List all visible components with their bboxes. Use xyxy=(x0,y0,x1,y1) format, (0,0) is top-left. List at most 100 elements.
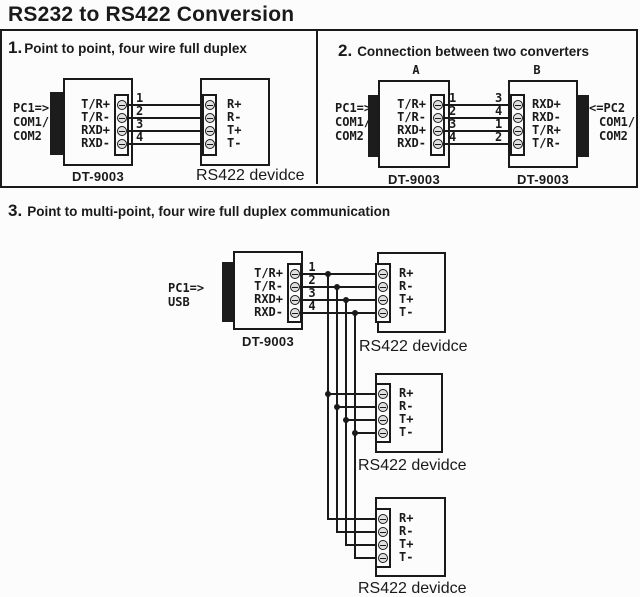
converter-b-caption: DT-9003 xyxy=(517,172,569,187)
device-channel-label: T- xyxy=(399,425,414,439)
wire-number: 4 xyxy=(449,130,457,144)
device-channel-label: T+ xyxy=(399,412,414,426)
screw-terminal-icon xyxy=(433,113,443,123)
db9-connector xyxy=(578,95,589,157)
screw-terminal-icon xyxy=(378,428,388,438)
branch-wire xyxy=(354,557,379,559)
converter-channel-label: T/R+ xyxy=(532,123,561,137)
device-channel-label: T- xyxy=(399,305,414,319)
wire xyxy=(300,299,379,301)
device-channel-label: R+ xyxy=(399,386,414,400)
wire-number: 2 xyxy=(308,273,316,287)
device-caption: RS422 devidce xyxy=(358,580,467,597)
junction-dot xyxy=(343,417,349,423)
wire xyxy=(300,312,379,314)
screw-terminal-icon xyxy=(513,113,523,123)
screw-terminal-icon xyxy=(117,139,127,149)
junction-dot xyxy=(334,404,340,410)
branch-wire xyxy=(354,432,379,434)
pc1-port-label: COM1/ xyxy=(13,115,50,129)
converter-channel-label: RXD- xyxy=(532,110,561,124)
screw-terminal-icon xyxy=(378,527,388,537)
device-caption: RS422 devidce xyxy=(196,167,305,184)
screw-terminal-icon xyxy=(378,308,388,318)
wire xyxy=(128,130,204,132)
device-channel-label: R- xyxy=(399,524,414,538)
wire-number: 1 xyxy=(308,260,316,274)
screw-terminal-icon xyxy=(205,113,215,123)
page-title: RS232 to RS422 Conversion xyxy=(8,3,295,26)
junction-dot xyxy=(325,271,331,277)
screw-terminal-icon xyxy=(378,402,388,412)
section-3-number: 3. xyxy=(8,201,23,220)
pc1-port-label: PC1=> xyxy=(168,281,205,295)
screw-terminal-icon xyxy=(378,269,388,279)
section-3-heading: 3. Point to multi-point, four wire full … xyxy=(8,201,390,221)
device-caption: RS422 devidce xyxy=(359,338,468,355)
wire xyxy=(443,130,513,132)
device-channel-label: T+ xyxy=(399,537,414,551)
screw-terminal-icon xyxy=(378,282,388,292)
screw-terminal-icon xyxy=(290,295,300,305)
device-caption: RS422 devidce xyxy=(358,457,467,474)
device-channel-label: R+ xyxy=(227,97,242,111)
device-channel-label: T+ xyxy=(227,123,242,137)
section-3-title: Point to multi-point, four wire full dup… xyxy=(27,204,391,219)
junction-dot xyxy=(325,391,331,397)
pc1-port-label: PC1=> xyxy=(335,101,372,115)
section-2-title: Connection between two converters xyxy=(357,44,589,59)
section-1-number: 1. xyxy=(8,38,23,57)
db9-connector xyxy=(368,95,379,157)
converter-a-caption: DT-9003 xyxy=(388,172,440,187)
screw-terminal-icon xyxy=(433,126,443,136)
section-1-heading: 1. Point to point, four wire full duplex xyxy=(8,38,247,58)
converter-channel-label: RXD+ xyxy=(254,292,283,306)
wire-number: 4 xyxy=(136,130,144,144)
screw-terminal-icon xyxy=(290,282,300,292)
converter-caption: DT-9003 xyxy=(72,169,124,184)
converter-a-label: A xyxy=(412,63,420,77)
branch-wire xyxy=(336,406,379,408)
converter-channel-label: RXD- xyxy=(81,136,110,150)
screw-terminal-icon xyxy=(117,126,127,136)
screw-terminal-icon xyxy=(378,415,388,425)
junction-dot xyxy=(343,297,349,303)
sections-frame xyxy=(0,29,638,188)
device-channel-label: R+ xyxy=(399,511,414,525)
converter-channel-label: RXD+ xyxy=(532,97,561,111)
screw-terminal-icon xyxy=(378,540,388,550)
converter-caption: DT-9003 xyxy=(242,334,294,349)
converter-channel-label: T/R- xyxy=(397,110,426,124)
device-channel-label: R+ xyxy=(399,266,414,280)
screw-terminal-icon xyxy=(290,308,300,318)
screw-terminal-icon xyxy=(513,139,523,149)
screw-terminal-icon xyxy=(290,269,300,279)
usb-connector xyxy=(222,262,233,322)
wire-number: 2 xyxy=(495,130,503,144)
wire-number: 2 xyxy=(449,104,457,118)
junction-dot xyxy=(352,310,358,316)
converter-channel-label: T/R+ xyxy=(254,266,283,280)
screw-terminal-icon xyxy=(205,139,215,149)
converter-channel-label: RXD+ xyxy=(81,123,110,137)
screw-terminal-icon xyxy=(117,100,127,110)
screw-terminal-icon xyxy=(513,100,523,110)
wire xyxy=(300,273,379,275)
section-divider xyxy=(316,31,318,184)
junction-dot xyxy=(352,430,358,436)
wire-number: 3 xyxy=(495,91,503,105)
device-channel-label: R- xyxy=(399,279,414,293)
converter-channel-label: RXD+ xyxy=(397,123,426,137)
converter-b-label: B xyxy=(533,63,541,77)
converter-channel-label: T/R+ xyxy=(397,97,426,111)
device-channel-label: R- xyxy=(399,399,414,413)
wire-number: 4 xyxy=(308,299,316,313)
wire-number: 2 xyxy=(136,104,144,118)
device-channel-label: R- xyxy=(227,110,242,124)
pc1-port-label: COM2 xyxy=(13,129,42,143)
pc1-port-label: USB xyxy=(168,295,190,309)
converter-channel-label: T/R- xyxy=(532,136,561,150)
device-channel-label: T- xyxy=(227,136,242,150)
pc2-port-label: COM2 xyxy=(599,129,628,143)
section-2-heading: 2. Connection between two converters xyxy=(338,41,589,61)
